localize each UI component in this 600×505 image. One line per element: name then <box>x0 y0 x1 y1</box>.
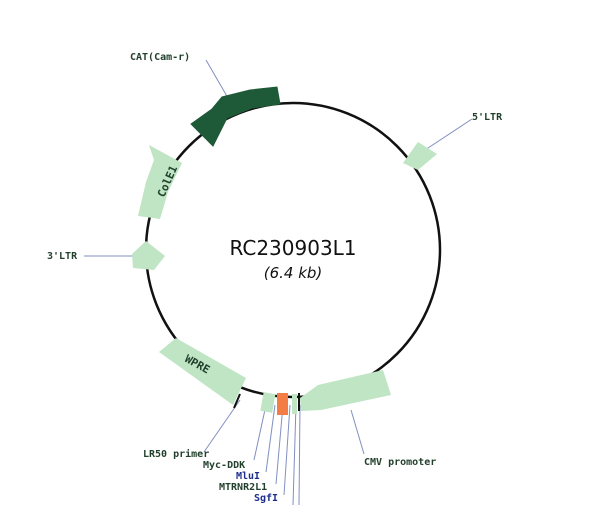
cat-feature-arrow <box>190 86 281 147</box>
cole1-feature-arrow <box>138 145 182 219</box>
leader-lines <box>84 59 473 505</box>
cat-label: CAT(Cam-r) <box>130 52 190 63</box>
leader-cat <box>205 59 229 99</box>
wpre-feature-arrow <box>159 338 246 405</box>
leader-mlu <box>265 404 276 473</box>
ltr3-label: 3'LTR <box>47 251 78 262</box>
mtrnr2l1-insert <box>277 393 288 415</box>
leader-cut-a <box>292 404 297 505</box>
lr50-label: LR50 primer <box>143 448 209 460</box>
leader-cut-b <box>298 404 301 505</box>
cmv-label: CMV promoter <box>364 457 436 468</box>
leader-lr50 <box>203 399 241 453</box>
mtrnr2l1-label: MTRNR2L1 <box>219 482 267 493</box>
sgfi-feature <box>292 394 297 414</box>
myc-ddk-feature <box>260 392 276 413</box>
cmv-feature-arrow <box>300 370 391 411</box>
plasmid-size: (6.4 kb) <box>264 264 323 282</box>
leader-mtrnr <box>275 404 284 485</box>
leader-sgf <box>283 404 291 496</box>
backbone-tick <box>233 393 241 409</box>
mlui-label: MluI <box>236 471 260 482</box>
ltr3-feature-arrow <box>132 241 165 270</box>
myc-ddk-label: Myc-DDK <box>203 460 245 471</box>
leader-myc <box>253 404 267 461</box>
sgfi-label: SgfI <box>254 493 278 504</box>
leader-cmv <box>350 409 365 455</box>
ltr5-label: 5'LTR <box>472 112 503 123</box>
plasmid-name: RC230903L1 <box>229 236 356 260</box>
ltr5-feature-arrow <box>403 142 437 170</box>
leader-5ltr <box>424 118 473 151</box>
